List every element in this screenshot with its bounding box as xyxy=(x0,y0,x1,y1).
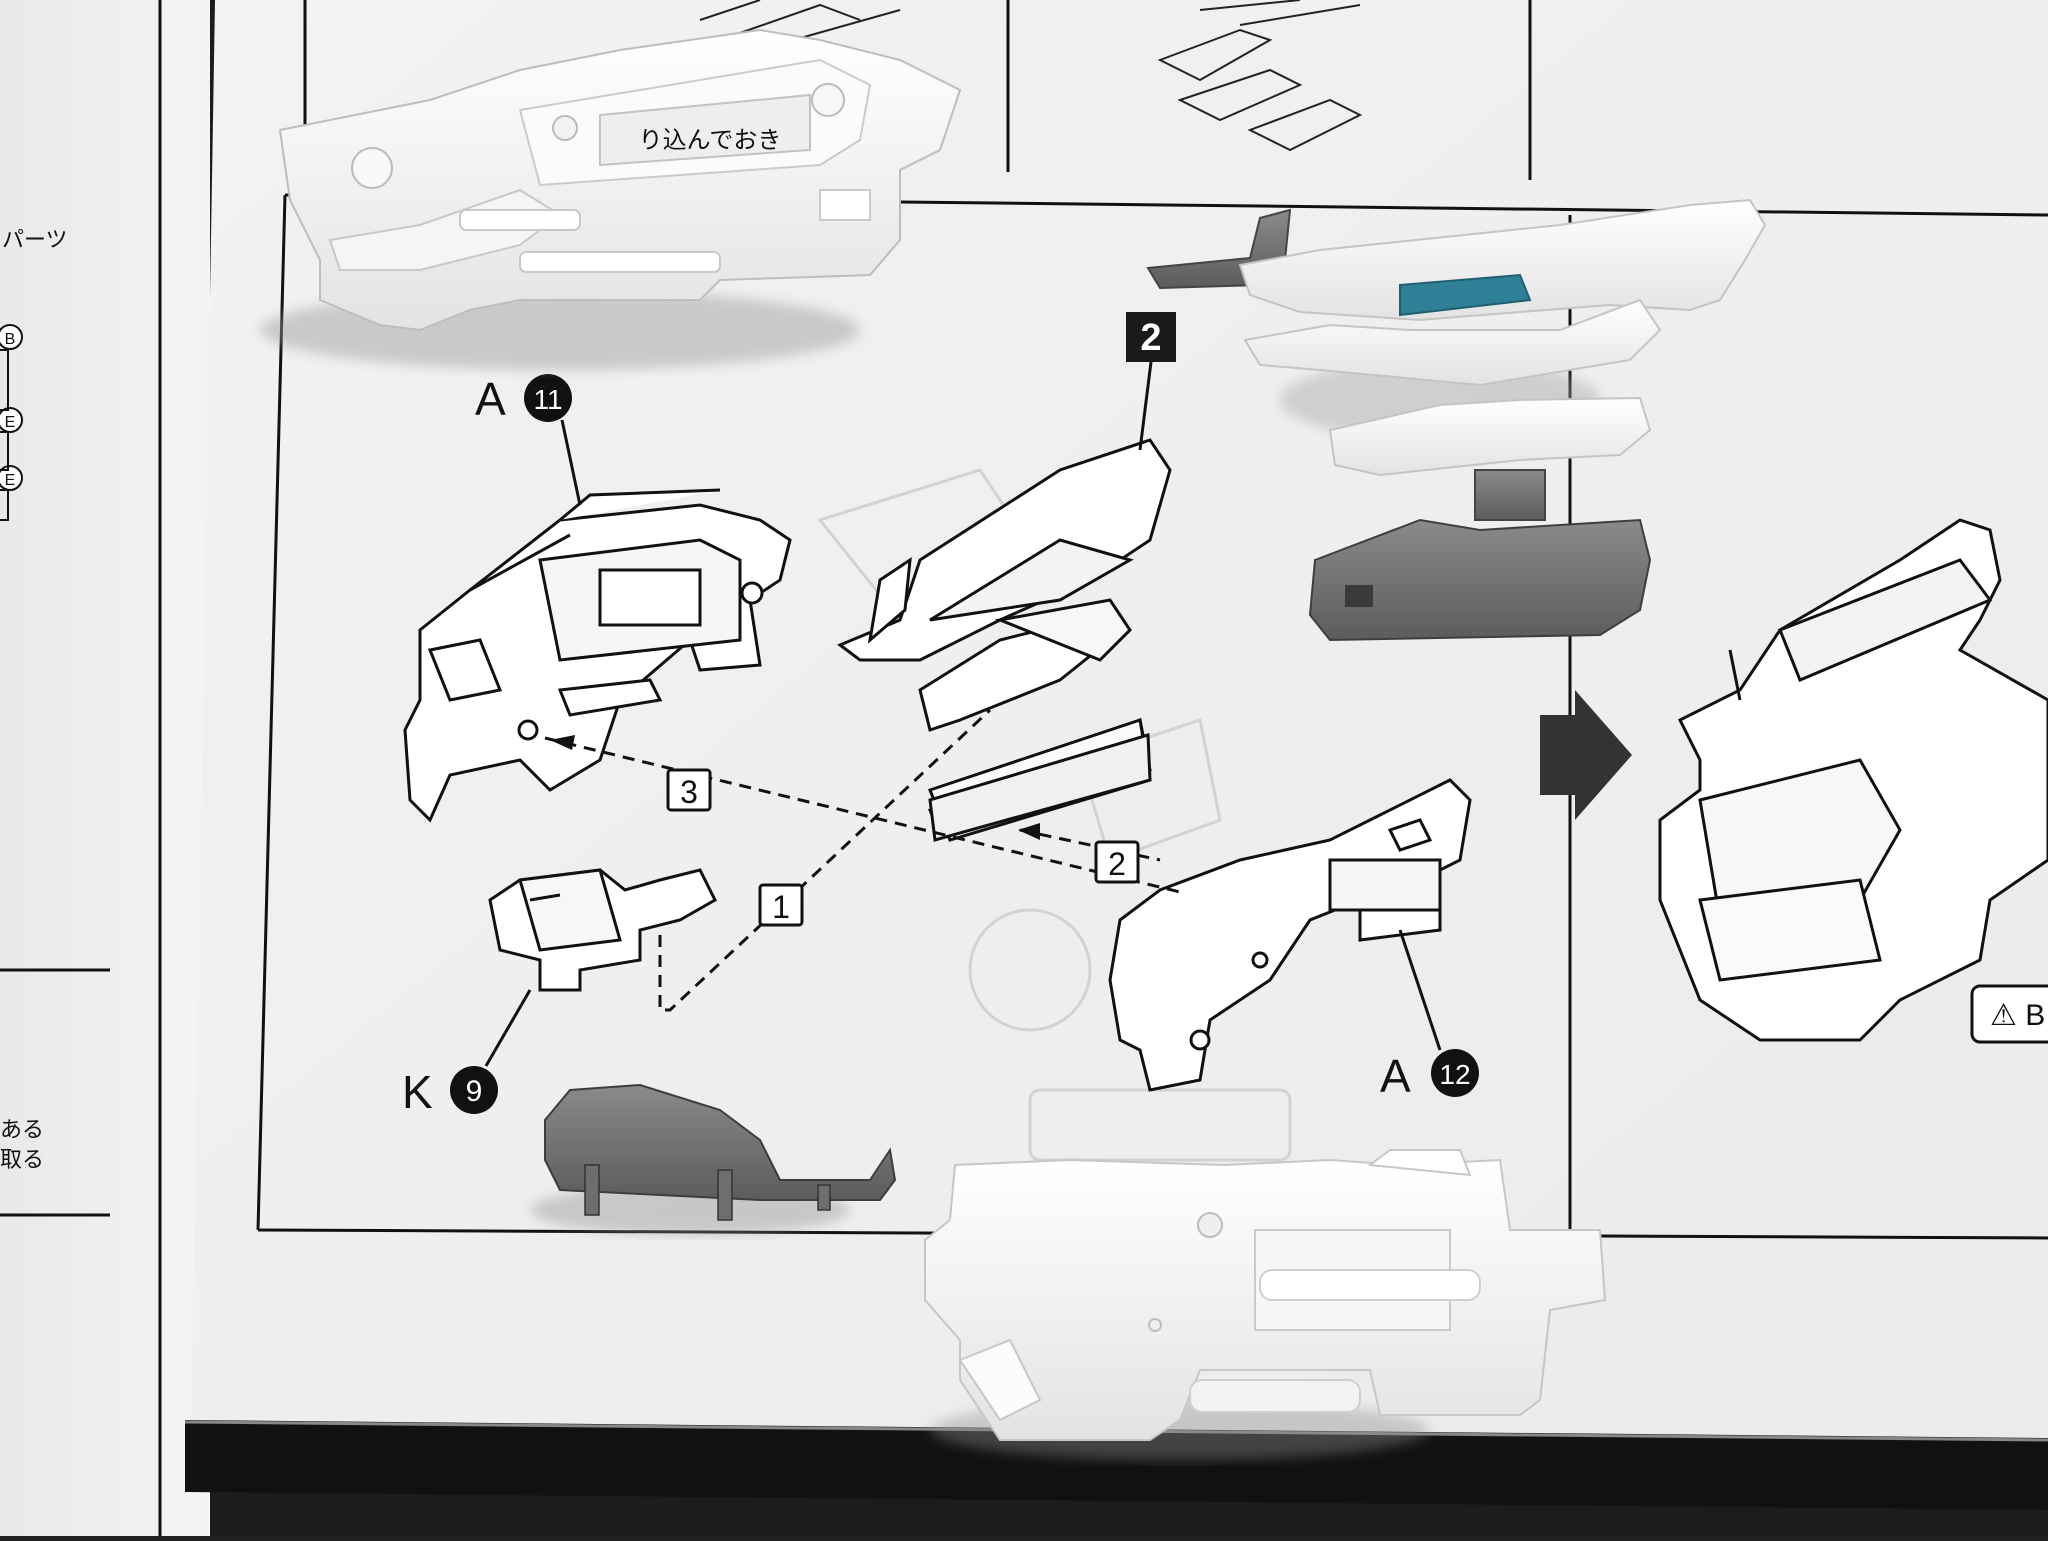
step-number: 2 xyxy=(1140,317,1161,359)
svg-text:9: 9 xyxy=(466,1075,483,1108)
connector-label-3: 3 xyxy=(680,774,698,810)
svg-text:取る: 取る xyxy=(0,1148,44,1173)
svg-text:⚠ B: ⚠ B xyxy=(1990,999,2045,1032)
white-plastic-piece-bottom xyxy=(924,1149,1607,1460)
white-plastic-piece-top-left: り込んでおき xyxy=(260,28,962,370)
callout-a11: A 11 xyxy=(475,373,582,506)
svg-text:11: 11 xyxy=(533,384,562,415)
part-drawing-a11 xyxy=(403,488,792,823)
svg-text:E: E xyxy=(5,472,16,489)
assembly-guides xyxy=(544,708,1181,1012)
left-page-header: パーツ xyxy=(2,228,68,253)
svg-text:A: A xyxy=(1380,1050,1411,1102)
connector-label-2: 2 xyxy=(1108,846,1126,882)
svg-text:12: 12 xyxy=(1439,1059,1470,1090)
callout-a12: A 12 xyxy=(1380,929,1479,1102)
svg-text:K: K xyxy=(402,1066,433,1118)
gray-plastic-piece-bottom xyxy=(530,1083,897,1235)
step-number-badge: 2 xyxy=(1126,312,1176,451)
part-drawing-a12 xyxy=(1108,778,1472,1092)
connector-labels: 1 2 3 xyxy=(666,768,1140,927)
svg-text:E: E xyxy=(5,414,16,431)
part-drawing-result xyxy=(1658,518,2048,1042)
svg-text:ある: ある xyxy=(0,1118,44,1143)
part-drawing-step2 xyxy=(837,438,1172,842)
callout-k9: K 9 xyxy=(402,989,532,1118)
white-plastic-piece-top-right xyxy=(1146,198,1767,642)
warning-label: ⚠ B xyxy=(1970,984,2048,1044)
left-page xyxy=(0,0,210,1536)
left-page-text: パーツ B E E ある 取る xyxy=(0,228,68,1173)
svg-text:B: B xyxy=(5,331,16,348)
connector-label-1: 1 xyxy=(772,889,790,925)
part-drawing-k9 xyxy=(488,868,717,992)
plastic-piece-text: り込んでおき xyxy=(639,126,782,154)
result-arrow xyxy=(1540,690,1632,820)
svg-text:A: A xyxy=(475,373,506,425)
